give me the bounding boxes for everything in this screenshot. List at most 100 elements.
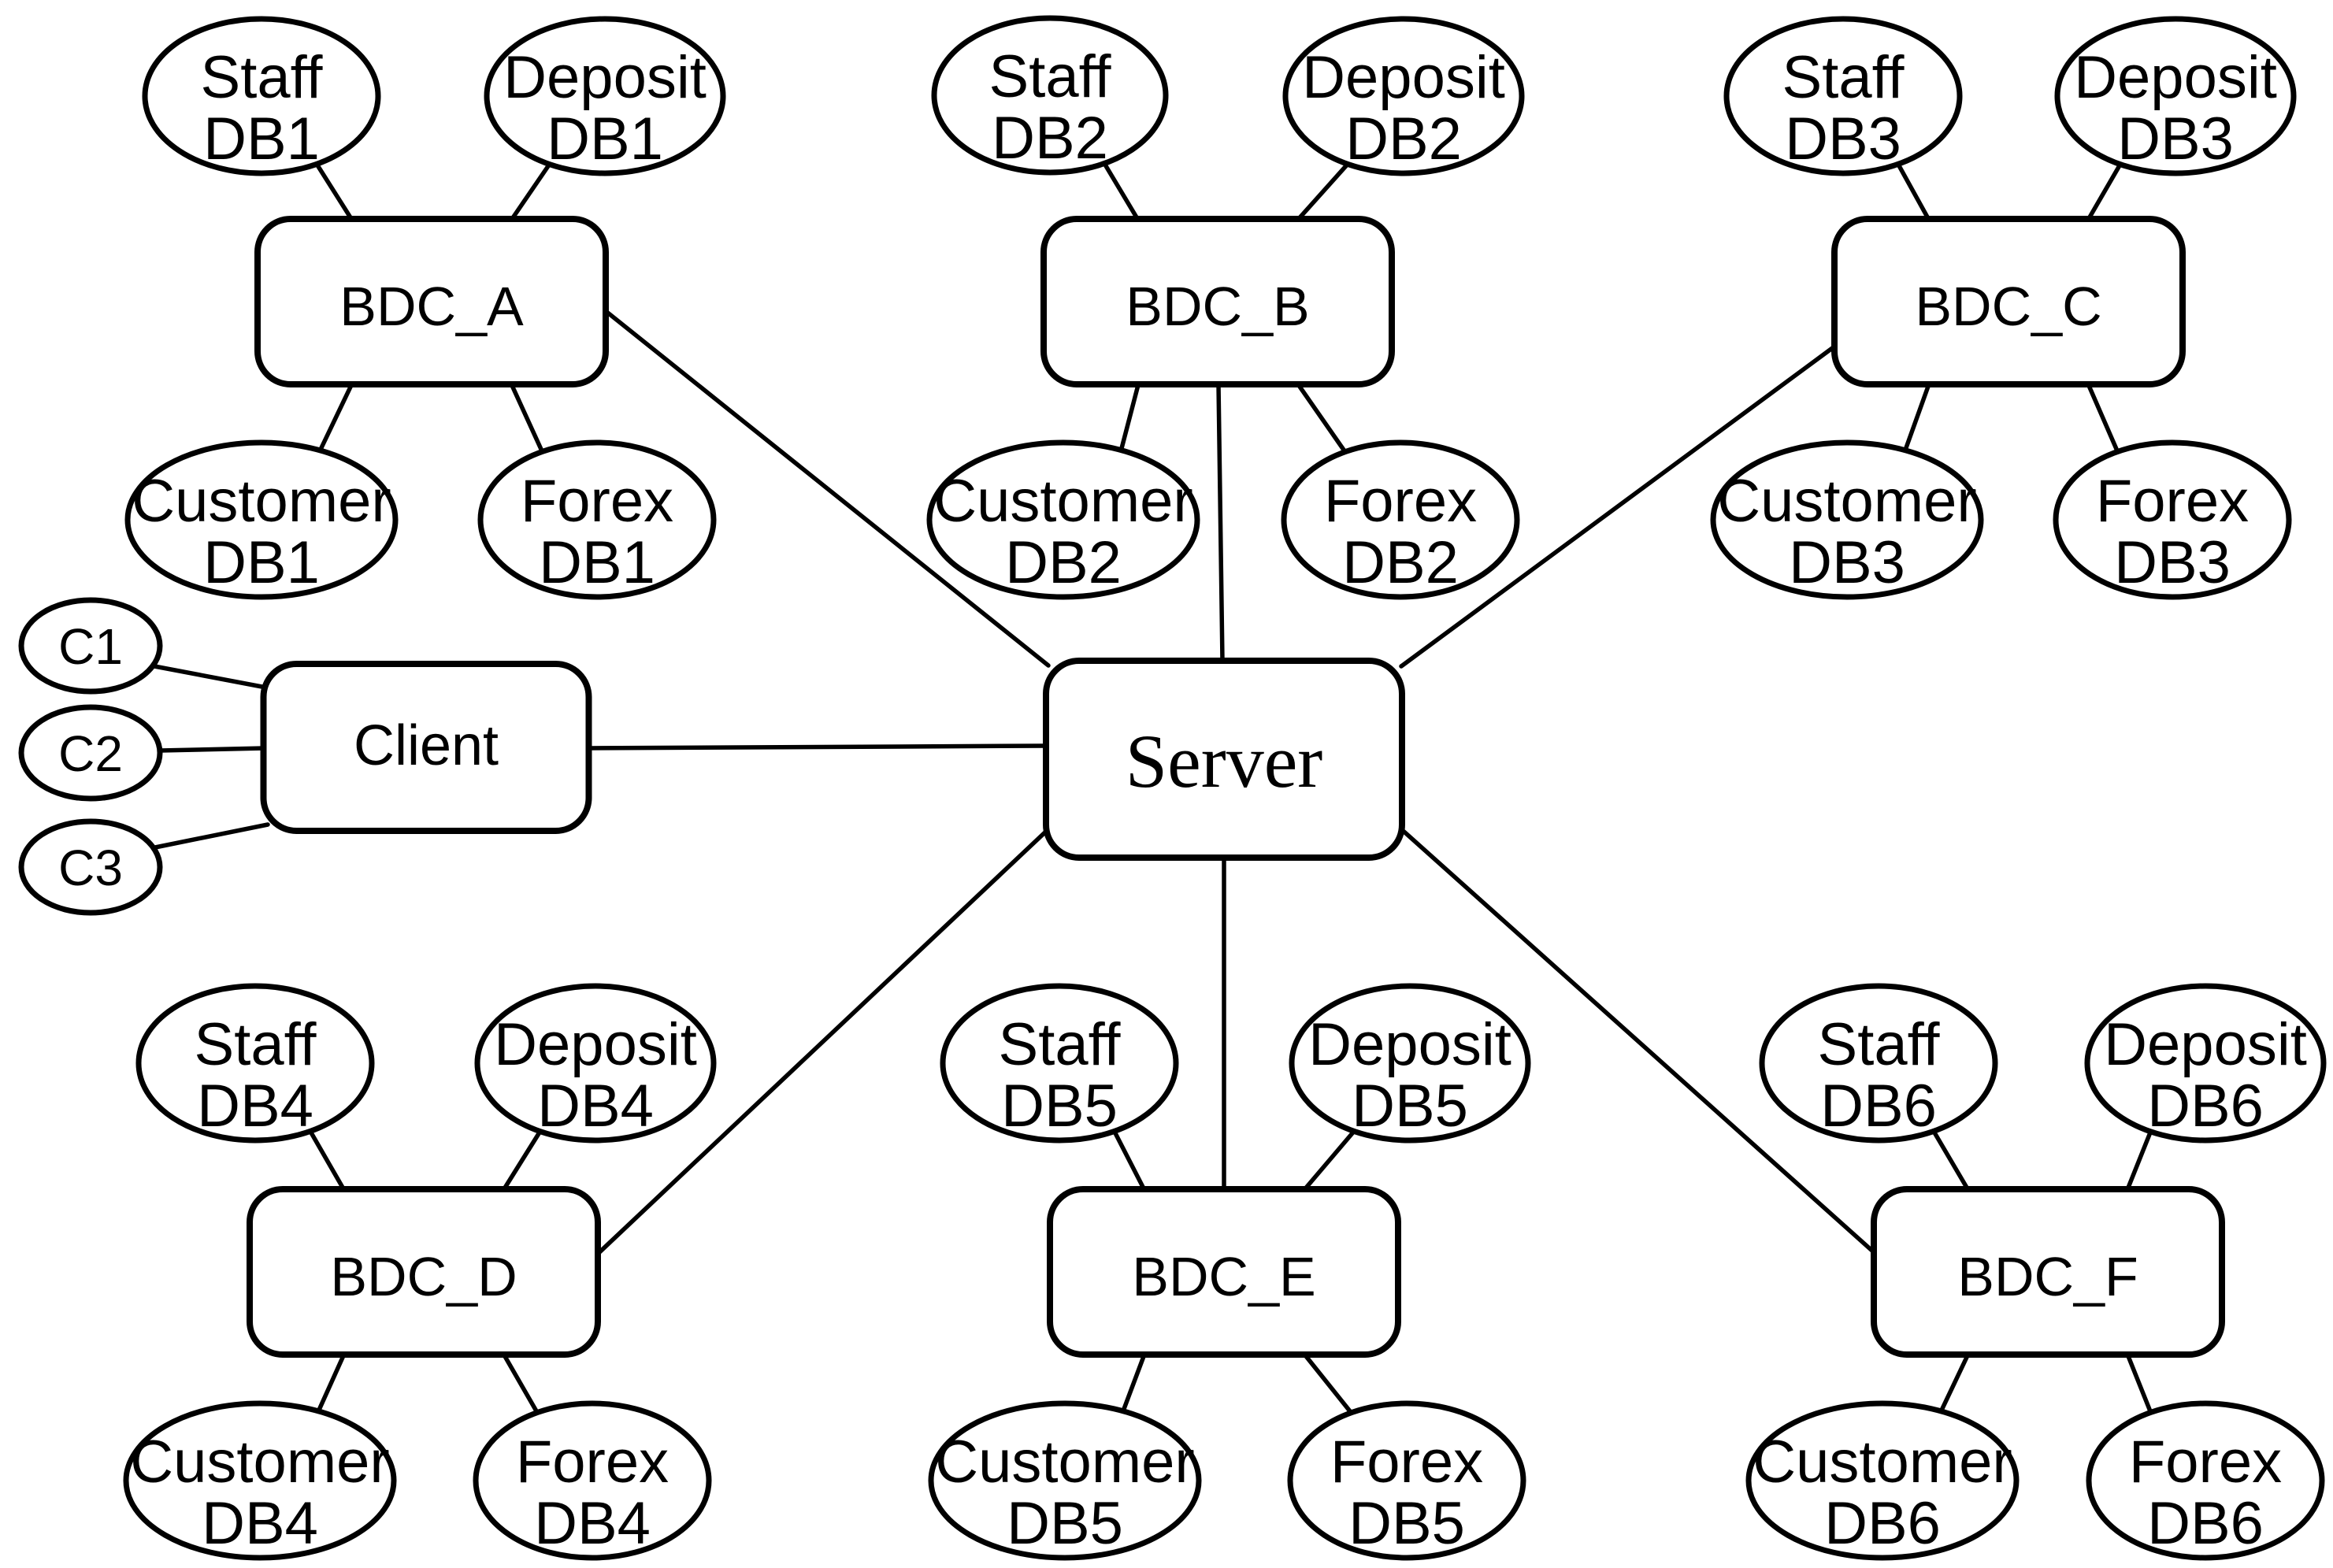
bdc-f-label: BDC_F [1957,1246,2138,1307]
bdc-b-label-line-1: BDC_B [1126,276,1309,337]
customer-db4-label-line-1: Customer [130,1429,389,1496]
edge-staff-db6--bdc-f [1930,1126,1971,1194]
forex-db6-shape [2086,1400,2325,1561]
node-bdc-a: BDC_A [254,216,609,387]
edge-bdc-e--customer-db5 [1119,1350,1148,1418]
deposit-db4-shape [474,983,717,1144]
staff-db4-shape [135,983,375,1144]
staff-db3-shape [1723,16,1963,176]
edge-bdc-a--server [603,309,1051,668]
deposit-db5-label-line-2: DB5 [1352,1073,1468,1140]
customer-db5-shape [928,1400,1202,1561]
node-server: Server [1043,658,1405,861]
deposit-db6-shape [2084,983,2327,1144]
edge-bdc-e--forex-db5 [1300,1350,1356,1418]
node-bdc-b: BDC_B [1040,216,1395,387]
edge-c2--client [158,746,267,753]
edge-staff-db5--bdc-e [1111,1126,1148,1194]
node-bdc-d: BDC_D [247,1186,601,1358]
node-bdc-c: BDC_C [1831,216,2186,387]
bdc-f-shape [1871,1186,2225,1358]
edge-bdc-b--forex-db2 [1294,380,1349,457]
forex-db4-shape [473,1400,712,1561]
edge-bdc-c--customer-db3 [1901,380,1932,457]
node-bdc-f: BDC_F [1871,1186,2225,1358]
edge-bdc-f--customer-db6 [1937,1350,1971,1418]
customer-db6-label-line-1: Customer [1753,1429,2012,1496]
forex-db4-label-line-1: Forex [516,1429,669,1496]
edge-bdc-b--server [1216,382,1225,663]
client-shape [260,661,592,834]
forex-db3-label-line-1: Forex [2096,468,2249,535]
staff-db1-shape [142,16,381,176]
bdc-a-shape [254,216,609,387]
bdc-d-shape [247,1186,601,1358]
edge-bdc-a--customer-db1 [316,380,355,457]
bdc-e-label: BDC_E [1132,1246,1315,1307]
bdc-e-label-line-1: BDC_E [1132,1246,1315,1307]
forex-db3-label-line-2: DB3 [2114,529,2231,596]
deposit-db4-label-line-2: DB4 [537,1073,654,1140]
client-label-line-1: Client [354,714,499,777]
deposit-db1-label-line-2: DB1 [547,106,663,172]
staff-db6-label-line-2: DB6 [1820,1073,1937,1140]
bdc-d-label: BDC_D [330,1246,517,1307]
staff-db2-label-line-2: DB2 [992,105,1108,172]
node-client: Client [260,661,592,834]
edge-deposit-db2--bdc-b [1294,159,1352,224]
deposit-db5-label-line-1: Deposit [1308,1011,1511,1078]
edge-client--server [587,743,1048,751]
edges-layer [152,158,2154,1418]
customer-db1-label-line-2: DB1 [203,529,320,596]
deposit-db2-label-line-1: Deposit [1302,44,1505,111]
customer-db4-shape [123,1400,397,1561]
edge-staff-db2--bdc-b [1100,158,1141,224]
staff-db2-label-line-1: Staff [989,43,1112,110]
staff-db5-label-line-1: Staff [999,1011,1122,1078]
bdc-c-label-line-1: BDC_C [1915,276,2101,337]
c1-shape [18,597,163,695]
forex-db6-label-line-1: Forex [2129,1429,2282,1496]
staff-db6-shape [1759,983,1998,1144]
deposit-db4-label-line-1: Deposit [494,1011,697,1078]
edge-staff-db1--bdc-a [313,159,355,224]
staff-db4-label-line-1: Staff [195,1011,317,1078]
staff-db5-label-line-2: DB5 [1001,1073,1118,1140]
c2-shape [18,704,163,802]
deposit-db6-label-line-2: DB6 [2147,1073,2264,1140]
deposit-db2-label-line-2: DB2 [1345,106,1462,172]
c1-label-line-1: C1 [58,618,123,675]
customer-db2-shape [926,439,1200,600]
customer-db5-label-line-1: Customer [935,1429,1194,1496]
deposit-db5-shape [1289,983,1531,1144]
